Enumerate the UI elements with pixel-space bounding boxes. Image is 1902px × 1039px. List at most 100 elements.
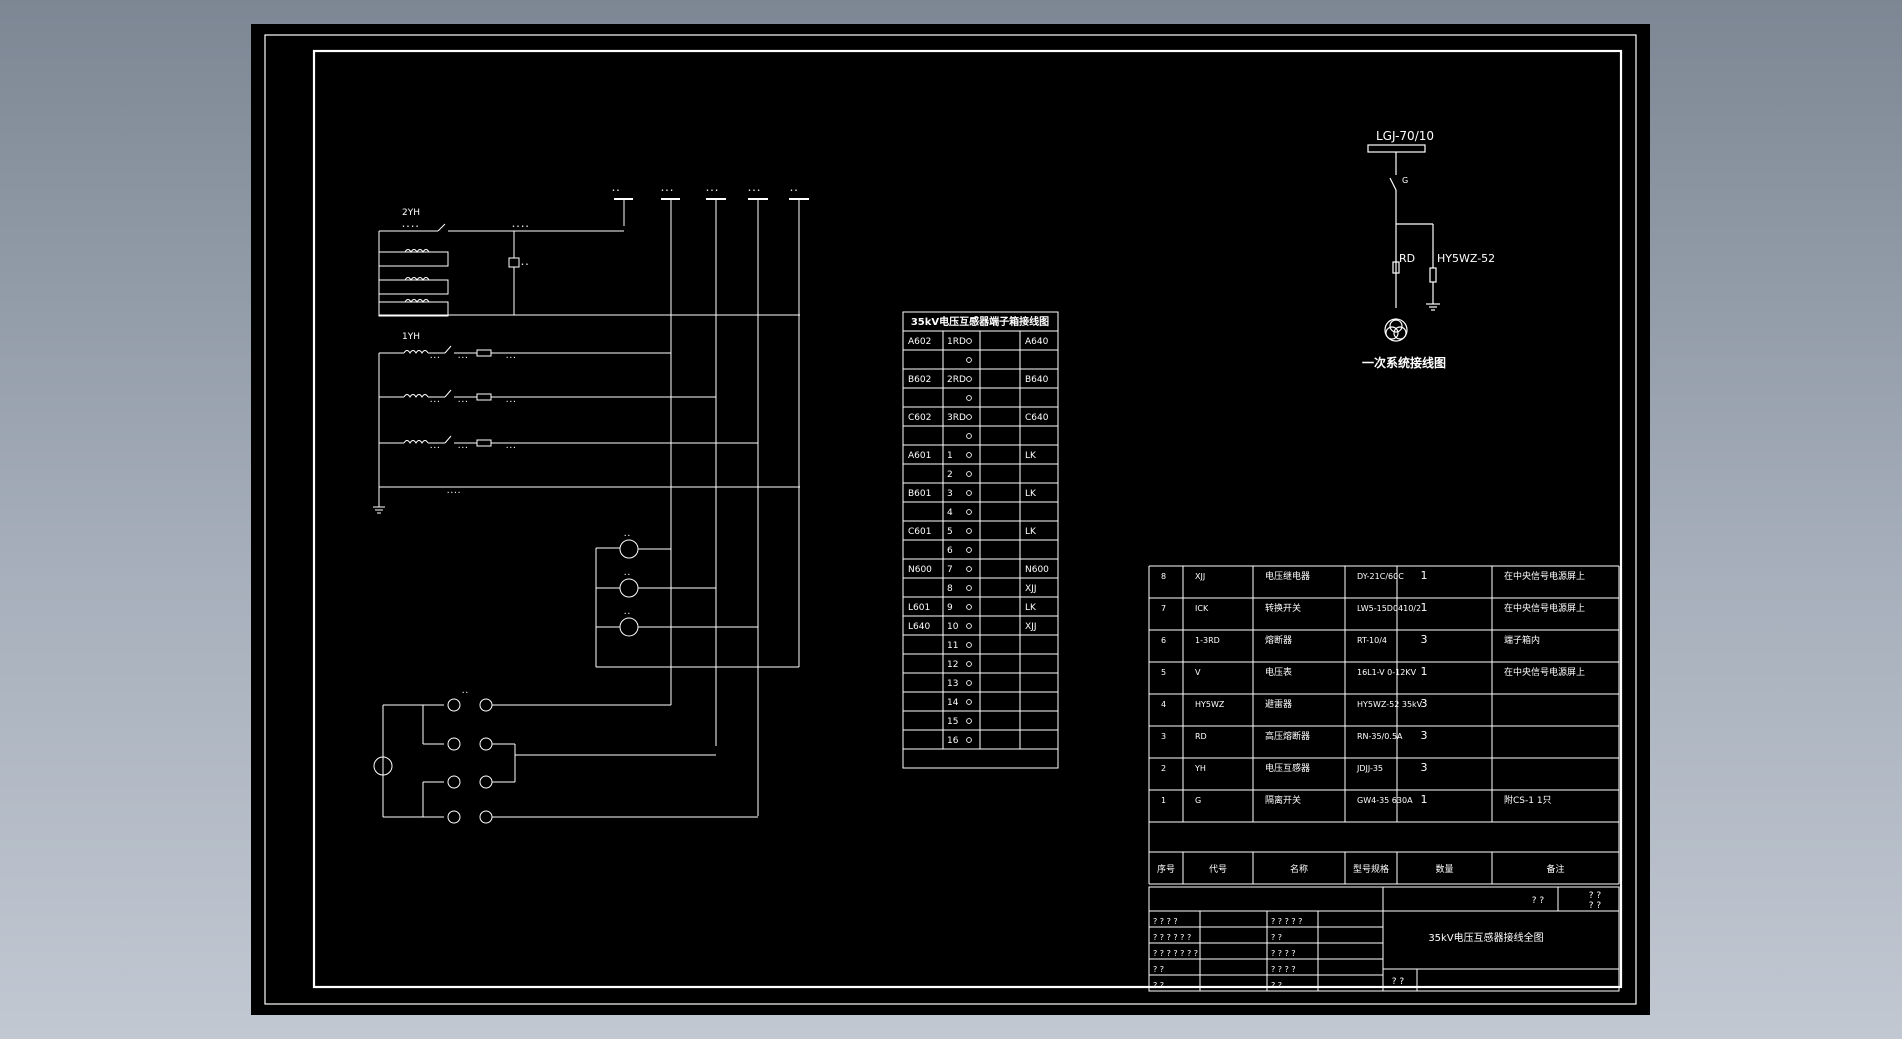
pt1-label: 1YH bbox=[402, 332, 420, 342]
bom-cell-code: G bbox=[1195, 796, 1201, 805]
terminal-right-label: XJJ bbox=[1025, 622, 1036, 632]
drawing-sheet bbox=[251, 24, 1650, 1015]
svg-text:• • •: • • • bbox=[506, 399, 516, 404]
bom-cell-note: 在中央信号电源屏上 bbox=[1504, 602, 1585, 614]
terminal-post-icon bbox=[966, 566, 972, 572]
svg-text:• • •: • • • bbox=[458, 399, 468, 404]
bom-cell-note: 在中央信号电源屏上 bbox=[1504, 666, 1585, 678]
terminal-right-label: A640 bbox=[1025, 337, 1049, 347]
terminal-right-label: LK bbox=[1025, 603, 1037, 613]
terminal-post-icon bbox=[966, 604, 972, 610]
terminal-number: 16 bbox=[947, 736, 959, 746]
terminal-number: 12 bbox=[947, 660, 958, 670]
terminal-number: 1RD bbox=[947, 337, 966, 347]
terminal-number: 2 bbox=[947, 470, 953, 480]
terminal-left-label: B602 bbox=[908, 375, 931, 385]
terminal-number: 3RD bbox=[947, 413, 966, 423]
terminal-number: 5 bbox=[947, 527, 953, 537]
svg-text:• • •: • • • bbox=[430, 445, 440, 450]
svg-text:• •: • • bbox=[612, 188, 620, 194]
bus-tick-labels: • •• • •• • •• • •• • bbox=[612, 188, 798, 194]
terminal-right-label: XJJ bbox=[1025, 584, 1036, 594]
svg-text:• • • •: • • • • bbox=[402, 224, 419, 230]
svg-text:• • •: • • • bbox=[661, 188, 673, 194]
bom-cell-no: 7 bbox=[1161, 604, 1166, 613]
bom-cell-code: XJJ bbox=[1195, 572, 1205, 581]
svg-text:• • • •: • • • • bbox=[447, 490, 460, 495]
bom-cell-name: 高压熔断器 bbox=[1265, 730, 1310, 742]
titleblock-cell-a: ? ? bbox=[1153, 981, 1164, 990]
bom-cell-no: 8 bbox=[1161, 572, 1166, 581]
titleblock-cell-b: ? ? ? ? bbox=[1271, 949, 1296, 958]
terminal-post-icon bbox=[966, 471, 972, 477]
secondary-schematic: • •• • •• • •• • •• • 2YH • • • • • • • … bbox=[373, 188, 809, 824]
primary-wiring-diagram: LGJ-70/10 G RD HY5WZ-52 一次系统接线图 bbox=[1362, 129, 1495, 370]
terminal-post-icon bbox=[966, 737, 972, 743]
bom-cell-model: LW5-15D0410/2 bbox=[1357, 604, 1421, 613]
conductor-label: LGJ-70/10 bbox=[1376, 129, 1434, 143]
terminal-number: 2RD bbox=[947, 375, 966, 385]
titleblock-bottom-marks: ? ? bbox=[1392, 977, 1405, 987]
svg-text:• • •: • • • bbox=[458, 355, 468, 360]
terminal-right-label: C640 bbox=[1025, 413, 1049, 423]
titleblock-cell-b: ? ? ? ? bbox=[1271, 965, 1296, 974]
bom-cell-model: DY-21C/60C bbox=[1357, 572, 1404, 581]
terminal-post-icon bbox=[966, 680, 972, 686]
titleblock-cell-a: ? ? ? ? ? ? bbox=[1153, 933, 1191, 942]
terminal-post-icon bbox=[966, 357, 972, 363]
bom-cell-note: 附CS-1 1只 bbox=[1504, 794, 1552, 806]
bom-header: 名称 bbox=[1290, 863, 1308, 875]
terminal-left-label: L640 bbox=[908, 622, 930, 632]
svg-text:• • • •: • • • • bbox=[512, 224, 529, 230]
terminal-left-label: C602 bbox=[908, 413, 931, 423]
switch-label: G bbox=[1402, 176, 1408, 185]
titleblock-row: ? ?? ? ? ? bbox=[1153, 965, 1296, 974]
terminal-number: 9 bbox=[947, 603, 953, 613]
bom-cell-name: 电压继电器 bbox=[1265, 570, 1310, 582]
pt1-phase-b: • • • • • • • • • bbox=[379, 389, 716, 404]
svg-text:• •: • • bbox=[521, 262, 529, 268]
terminal-left-label: N600 bbox=[908, 565, 932, 575]
terminal-post-icon bbox=[966, 414, 972, 420]
bom-cell-name: 隔离开关 bbox=[1265, 794, 1301, 806]
hv-fuse-symbol bbox=[1392, 261, 1400, 274]
pt1-phase-a: • • • • • • • • • bbox=[379, 345, 671, 360]
terminal-post-icon bbox=[966, 642, 972, 648]
bom-header: 序号 bbox=[1157, 863, 1175, 875]
terminal-number: 4 bbox=[947, 508, 953, 518]
terminal-number: 7 bbox=[947, 565, 953, 575]
terminal-number: 14 bbox=[947, 698, 959, 708]
terminal-post-icon bbox=[966, 585, 972, 591]
bom-cell-qty: 1 bbox=[1421, 665, 1428, 678]
bom-cell-qty: 3 bbox=[1421, 697, 1428, 710]
terminal-left-label: L601 bbox=[908, 603, 930, 613]
terminal-table-title: 35kV电压互感器端子箱接线图 bbox=[911, 315, 1049, 328]
terminal-right-label: LK bbox=[1025, 527, 1037, 537]
titleblock-top-marks: ? ? bbox=[1532, 896, 1545, 906]
terminal-post-icon bbox=[966, 661, 972, 667]
outer-border bbox=[264, 34, 1637, 1005]
ground-symbol bbox=[373, 506, 385, 514]
titleblock-row: ? ?? ? bbox=[1153, 981, 1282, 990]
primary-diagram-title: 一次系统接线图 bbox=[1362, 355, 1446, 370]
bom-cell-no: 1 bbox=[1161, 796, 1166, 805]
bom-header: 数量 bbox=[1435, 863, 1453, 875]
bom-cell-no: 3 bbox=[1161, 732, 1166, 741]
arrester-label: HY5WZ-52 bbox=[1437, 252, 1495, 265]
bom-cell-no: 4 bbox=[1161, 700, 1166, 709]
titleblock-cell-b: ? ? bbox=[1271, 933, 1282, 942]
title-block: 35kV电压互感器接线全图 ? ? ? ? ? ? ? ? ? ? ? ?? ?… bbox=[1148, 886, 1620, 992]
terminal-left-label: B601 bbox=[908, 489, 931, 499]
terminal-number: 1 bbox=[947, 451, 953, 461]
terminal-right-label: LK bbox=[1025, 451, 1037, 461]
svg-text:• •: • • bbox=[624, 611, 630, 616]
svg-text:• •: • • bbox=[462, 690, 468, 695]
inner-border bbox=[312, 49, 1623, 989]
terminal-post-icon bbox=[966, 376, 972, 382]
svg-text:• • •: • • • bbox=[506, 355, 516, 360]
bom-cell-code: 1-3RD bbox=[1195, 636, 1220, 645]
